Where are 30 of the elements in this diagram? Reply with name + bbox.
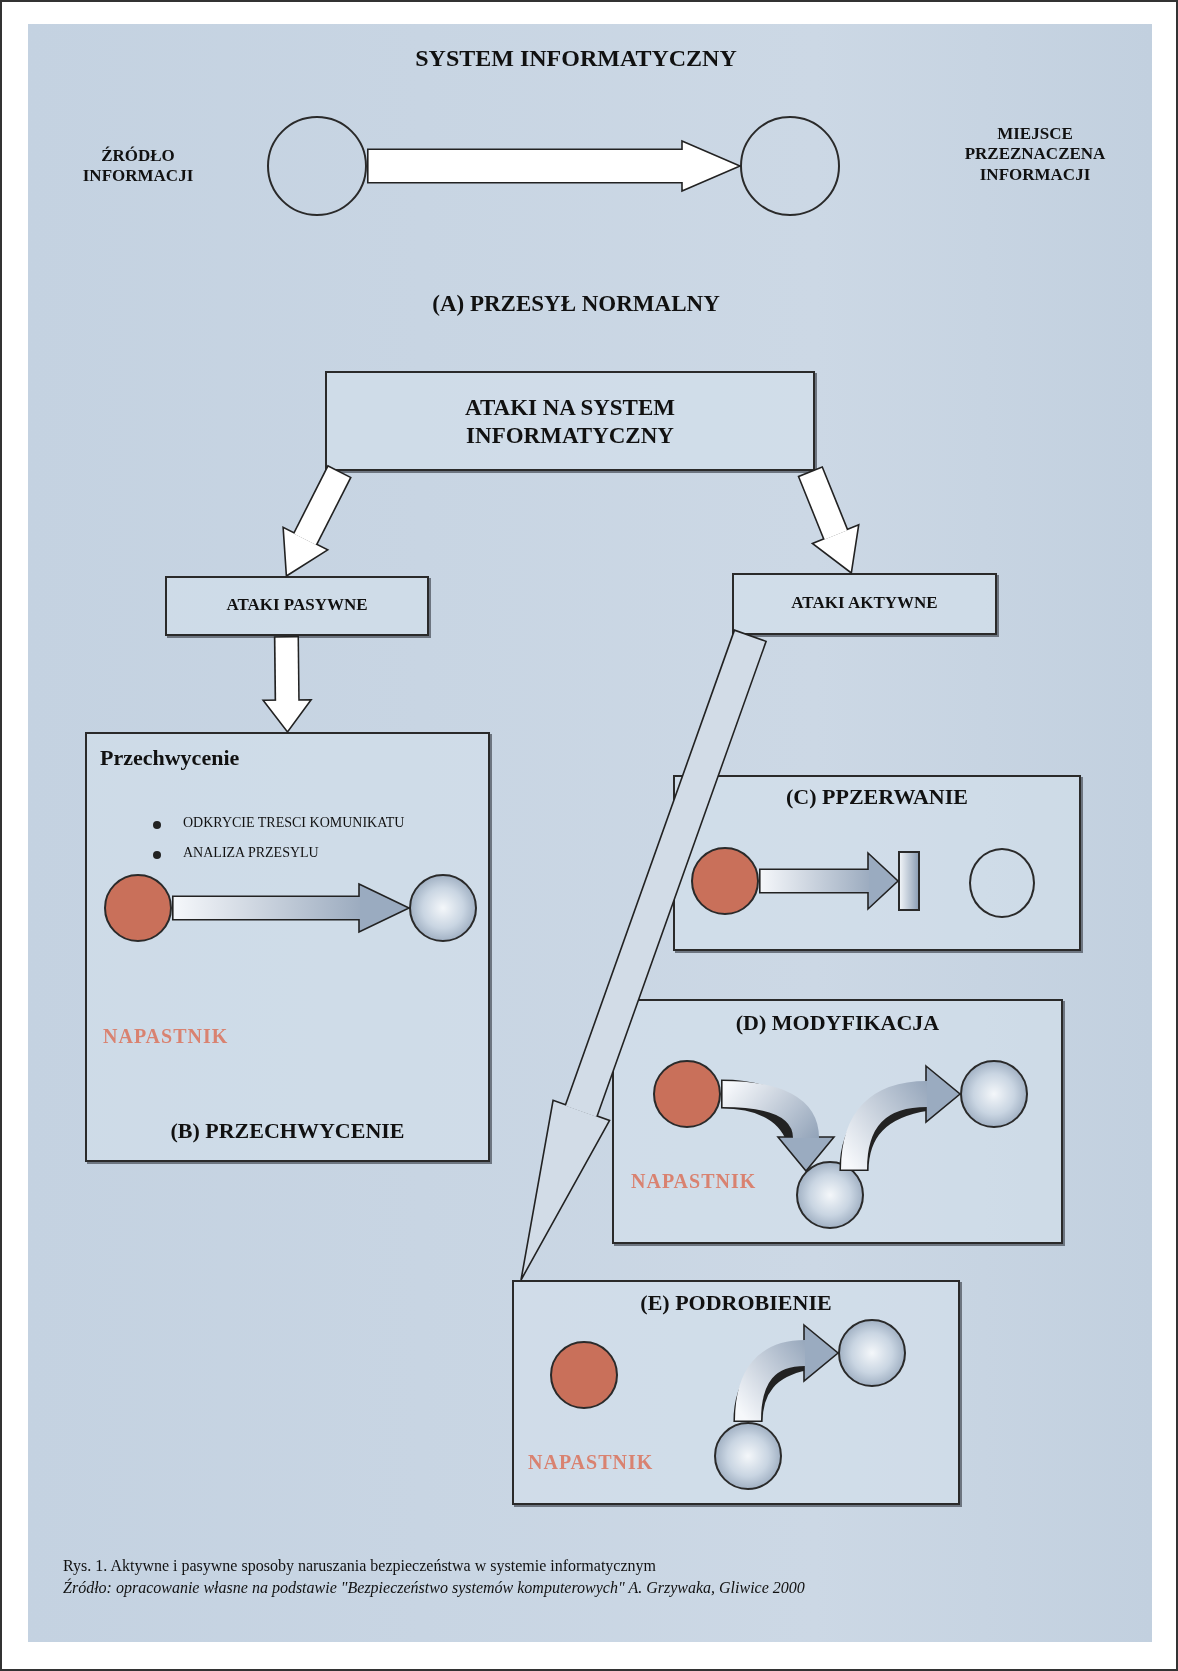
- panel-heading: Przechwycenie: [100, 745, 240, 772]
- bullet-item: ANALIZA PRZESYLU: [183, 845, 320, 862]
- panel: [85, 732, 490, 1162]
- panel-heading: (E) PODROBIENIE: [639, 1290, 833, 1317]
- circle: [267, 116, 367, 216]
- bullet-item: ODKRYCIE TRESCI KOMUNIKATU: [183, 815, 406, 832]
- bar: [898, 851, 920, 911]
- panel-heading: (D) MODYFIKACJA: [734, 1010, 941, 1037]
- caption: Rys. 1. Aktywne i pasywne sposoby naruszania bezpieczeństwa w systemie informatycznym: [63, 1556, 657, 1576]
- panel-heading: (C) PPZERWANIE: [785, 784, 969, 811]
- section-label: (A) PRZESYŁ NORMALNY: [431, 290, 721, 318]
- label-box: [732, 573, 997, 635]
- circle: [969, 848, 1035, 918]
- panel: [612, 999, 1063, 1244]
- title: SYSTEM INFORMATYCZNY: [414, 44, 738, 73]
- source-note: Źródło: opracowanie własne na podstawie "Bezpieczeństwo systemów komputerowych" A. Grzywaka, Gliwice 2000: [63, 1578, 806, 1598]
- node-label: MIEJSCE PRZEZNACZENA INFORMACJI: [963, 124, 1107, 186]
- box-label: ATAKI AKTYWNE: [790, 593, 939, 614]
- node-label: ŹRÓDŁO INFORMACJI: [81, 146, 195, 187]
- panel: [512, 1280, 960, 1505]
- panel-caption: (B) PRZECHWYCENIE: [169, 1118, 406, 1145]
- circle: [740, 116, 840, 216]
- box-label: ATAKI PASYWNE: [225, 595, 369, 616]
- attacker-label: NAPASTNIK: [528, 1450, 655, 1474]
- attacker-label: NAPASTNIK: [103, 1024, 230, 1048]
- label-box: [673, 775, 1081, 951]
- attacker-label: NAPASTNIK: [631, 1169, 758, 1193]
- box-label: ATAKI NA SYSTEM INFORMATYCZNY: [464, 394, 676, 450]
- label-box: [165, 576, 429, 636]
- label-box: [325, 371, 815, 471]
